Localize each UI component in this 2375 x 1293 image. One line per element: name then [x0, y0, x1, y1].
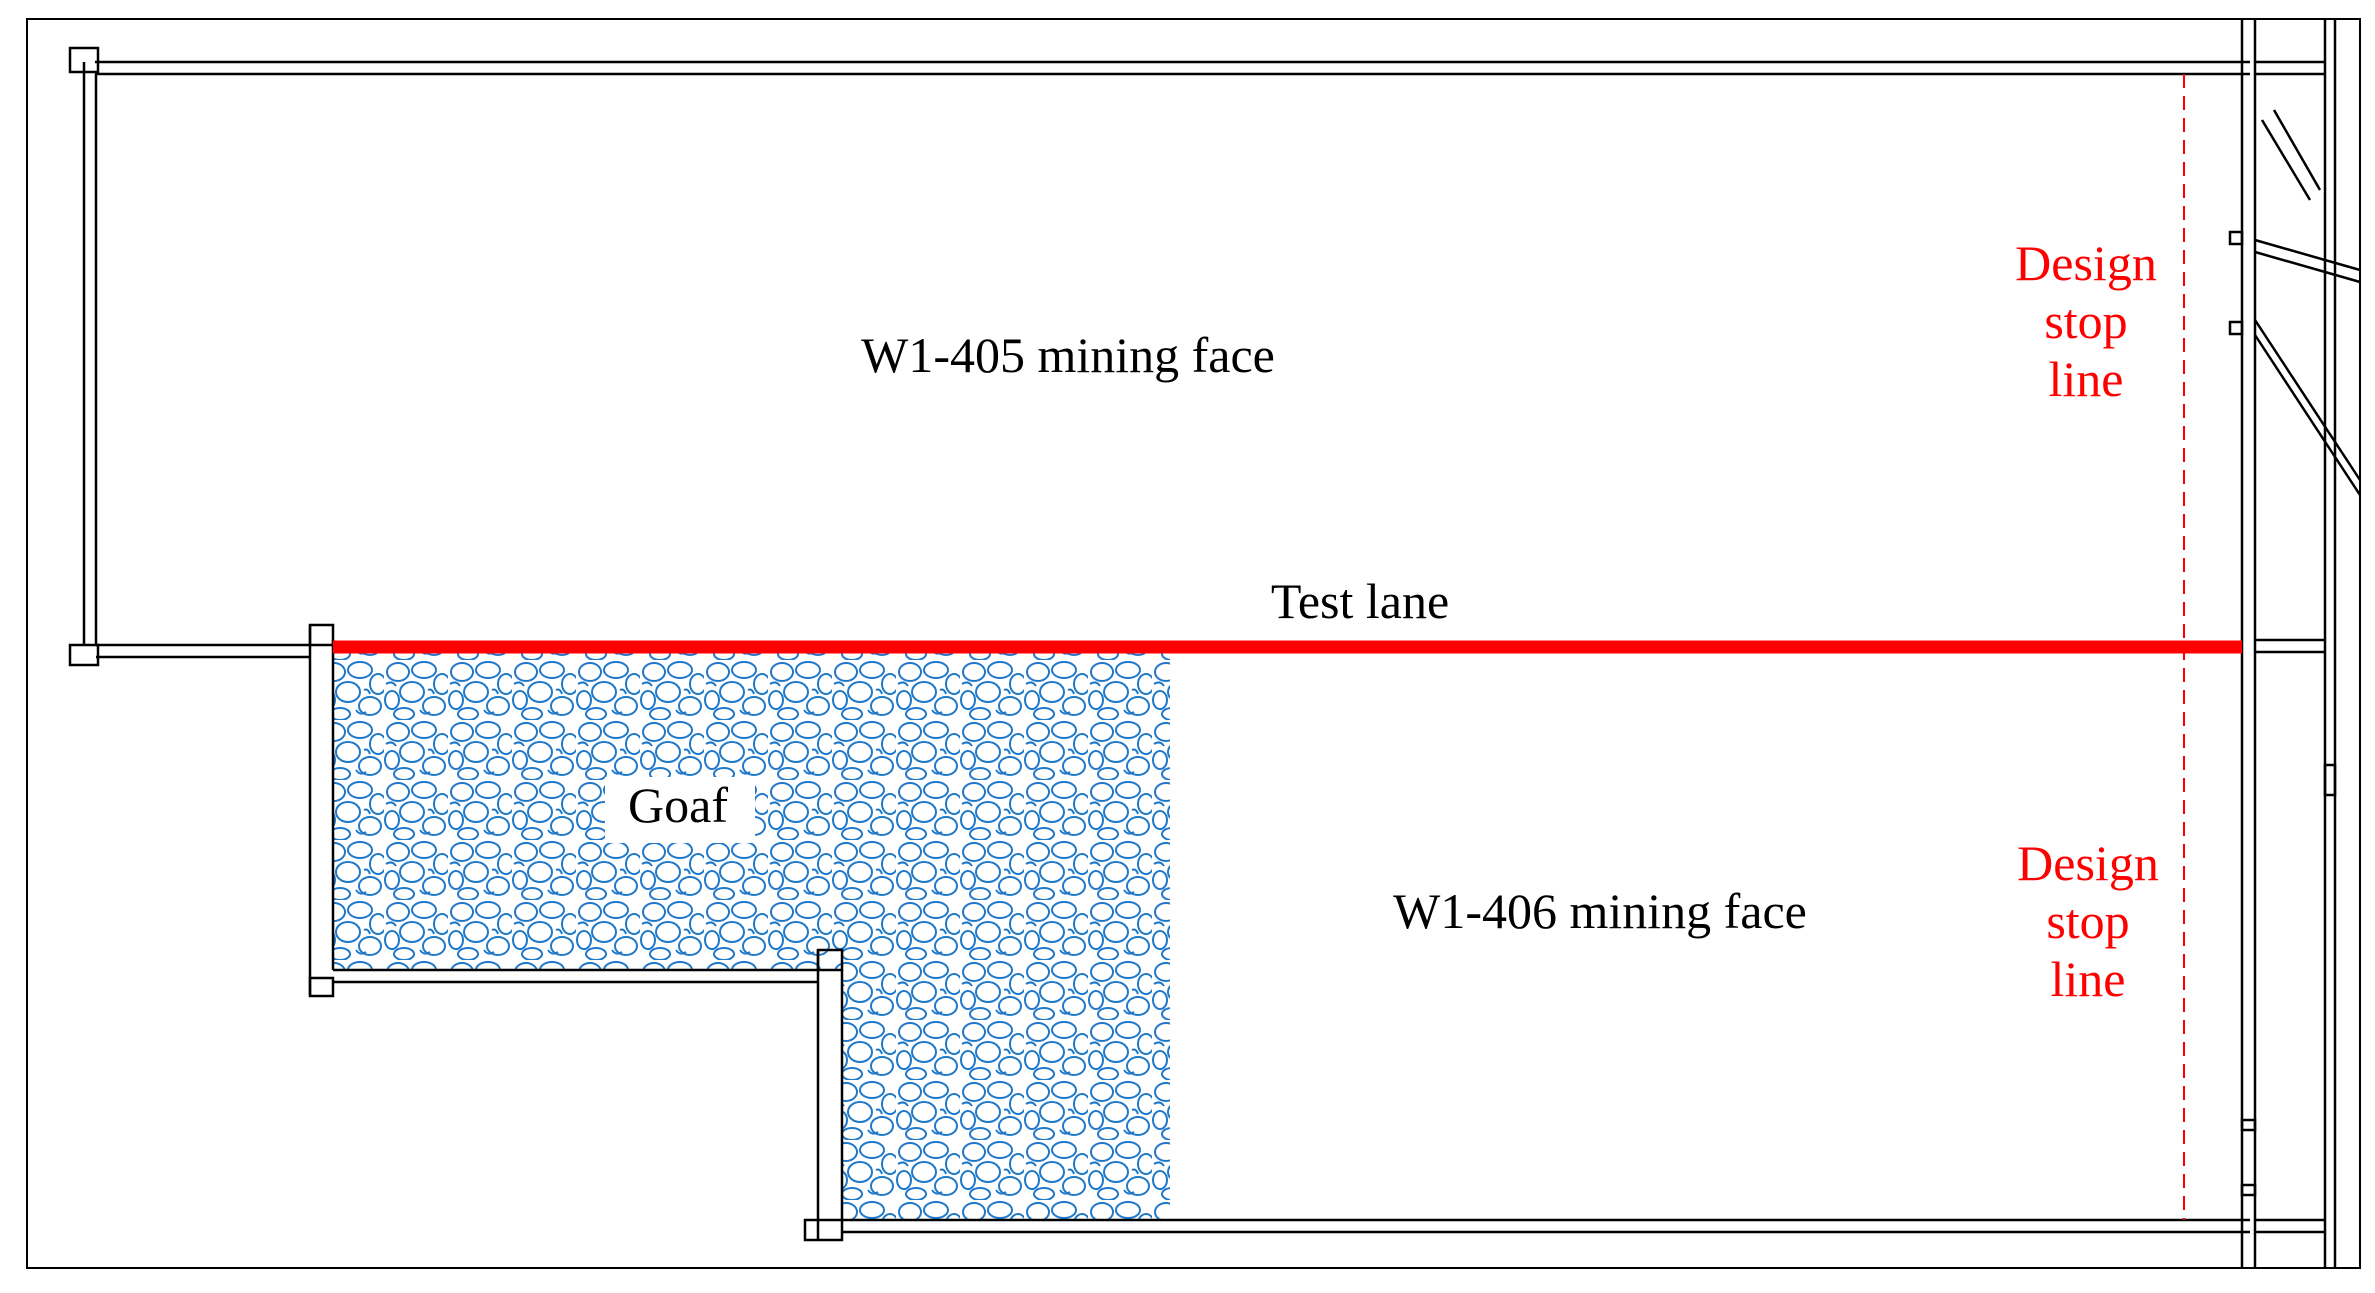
goaf-label: Goaf: [628, 777, 728, 833]
goaf-area: [333, 652, 1170, 1220]
stop-line-upper-word-2: stop: [2044, 293, 2127, 349]
stop-line-lower-word-2: stop: [2046, 893, 2129, 949]
stop-line-lower-word-1: Design: [2017, 835, 2159, 891]
goaf-label-background: [605, 777, 755, 843]
outer-frame: [26, 18, 2361, 1269]
test-lane-label: Test lane: [1271, 573, 1449, 629]
stop-line-upper-word-1: Design: [2015, 235, 2157, 291]
roadways: [68, 19, 2362, 1268]
w1-406-face-label: W1-406 mining face: [1393, 883, 1807, 939]
stop-line-label-upper: Design stop line: [2015, 235, 2157, 407]
w1-405-face-label: W1-405 mining face: [861, 327, 1275, 383]
stop-line-lower-word-3: line: [2051, 951, 2126, 1007]
stop-line-upper-word-3: line: [2049, 351, 2124, 407]
stop-line-label-lower: Design stop line: [2017, 835, 2159, 1007]
